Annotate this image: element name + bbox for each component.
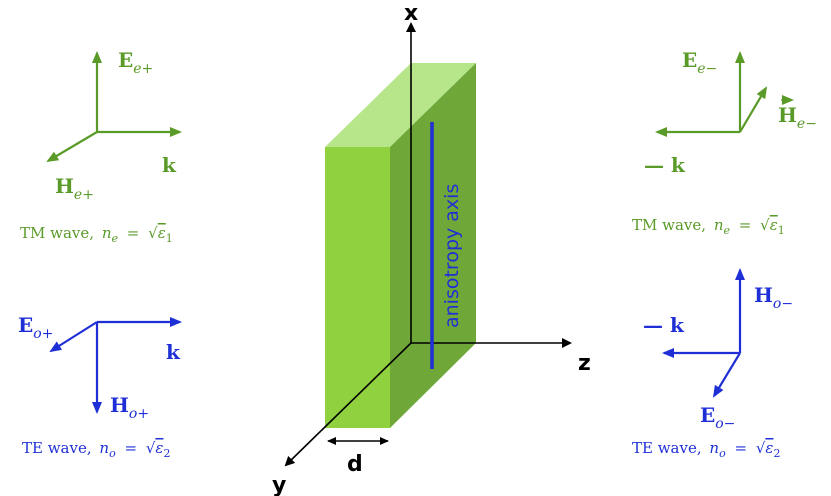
label-k-left-tm: k bbox=[162, 153, 177, 177]
y-axis-label: y bbox=[272, 473, 286, 496]
label-minus-k-right-tm: — k bbox=[644, 153, 686, 177]
thickness-label: d bbox=[347, 452, 363, 477]
label-k-left-te: k bbox=[166, 340, 181, 364]
caption-left-te: TE wave, no = √ε2 bbox=[22, 439, 170, 461]
label-e-o-minus: Eo− bbox=[700, 403, 735, 432]
vector-h-e-minus bbox=[739, 86, 768, 133]
vector-h-e-plus bbox=[46, 131, 98, 163]
right-te-wave: Ho− — k Eo− TE wave, no = √ε2 bbox=[632, 268, 793, 461]
label-h-o-minus: Ho− bbox=[754, 283, 793, 312]
coordinate-axes: x z y bbox=[272, 1, 591, 496]
x-axis-label: x bbox=[404, 1, 418, 26]
label-e-e-minus: Ee− bbox=[682, 48, 717, 77]
label-h-e-plus: He+ bbox=[55, 174, 94, 203]
vector-e-o-plus bbox=[49, 321, 98, 353]
slab-top-face bbox=[325, 63, 476, 147]
y-axis bbox=[284, 342, 412, 467]
left-tm-wave: Ee+ k He+ TM wave, ne = √ε1 bbox=[20, 48, 182, 246]
label-minus-k-right-te: — k bbox=[643, 313, 685, 337]
left-te-wave: Eo+ k Ho+ TE wave, no = √ε2 bbox=[18, 313, 182, 461]
label-e-o-plus: Eo+ bbox=[18, 313, 53, 342]
label-e-e-plus: Ee+ bbox=[118, 48, 153, 77]
slab-front-face bbox=[325, 147, 390, 428]
caption-left-tm: TM wave, ne = √ε1 bbox=[20, 224, 173, 246]
anisotropy-axis-label: anisotropy axis bbox=[441, 184, 463, 328]
label-h-o-plus: Ho+ bbox=[110, 393, 149, 422]
label-h-e-minus: He− bbox=[778, 103, 817, 132]
caption-right-tm: TM wave, ne = √ε1 bbox=[632, 216, 785, 238]
caption-right-te: TE wave, no = √ε2 bbox=[632, 439, 780, 461]
right-tm-wave: Ee− He− — k TM wave, ne = √ε1 bbox=[632, 48, 817, 238]
vector-e-o-minus bbox=[712, 352, 741, 398]
z-axis-label: z bbox=[578, 351, 591, 376]
